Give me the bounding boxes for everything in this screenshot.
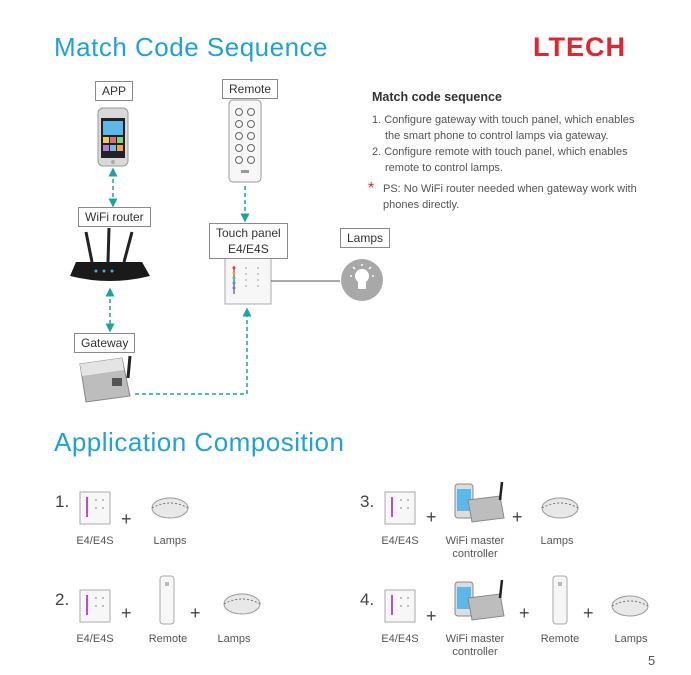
remote-icon-4 <box>553 576 567 624</box>
plus-sign: + <box>583 603 594 624</box>
panel-icon-1 <box>80 492 110 524</box>
app-label: APP <box>95 81 133 101</box>
c1-item-panel: E4/E4S <box>70 535 120 548</box>
ps-line2: phones directly. <box>372 197 672 213</box>
page-number: 5 <box>648 653 655 668</box>
composition-4-number: 4. <box>360 590 374 610</box>
lamp-bulb-icon <box>341 259 383 301</box>
c4-item-lamps: Lamps <box>606 633 656 646</box>
step2-line2: remote to control lamps. <box>372 160 672 176</box>
composition-2-number: 2. <box>55 590 69 610</box>
lamp-strip-icon-4 <box>612 596 648 616</box>
c3-item-controller-line2: controller <box>440 548 510 561</box>
info-heading: Match code sequence <box>372 90 672 104</box>
lamps-label: Lamps <box>340 228 390 248</box>
c4-item-panel: E4/E4S <box>375 633 425 646</box>
step2-line1: 2. Configure remote with touch panel, wh… <box>372 144 672 160</box>
remote-label: Remote <box>222 79 278 99</box>
step1-line1: 1. Configure gateway with touch panel, w… <box>372 112 672 128</box>
panel-icon-4 <box>385 590 415 622</box>
wifi-router-icon <box>70 228 150 281</box>
plus-sign: + <box>512 507 523 528</box>
gateway-icon <box>80 356 130 402</box>
step1-line2: the smart phone to control lamps via gat… <box>372 128 672 144</box>
c3-item-panel: E4/E4S <box>375 535 425 548</box>
c1-item-lamps: Lamps <box>145 535 195 548</box>
plus-sign: + <box>121 509 132 530</box>
c3-item-lamps: Lamps <box>532 535 582 548</box>
c2-item-panel: E4/E4S <box>70 633 120 646</box>
plus-sign: + <box>426 507 437 528</box>
lamp-strip-icon-2 <box>224 594 260 614</box>
touch-panel-label: Touch panel E4/E4S <box>209 223 288 259</box>
panel-icon-3 <box>385 492 415 524</box>
plus-sign: + <box>190 603 201 624</box>
c4-item-controller-line1: WiFi master <box>440 633 510 646</box>
phone-icon <box>98 108 128 166</box>
gateway-panel-connector <box>135 312 247 394</box>
remote-icon-2 <box>160 576 174 624</box>
wifi-controller-icon-3 <box>455 482 504 522</box>
c3-item-controller-line1: WiFi master <box>440 535 510 548</box>
c2-item-remote: Remote <box>143 633 193 646</box>
composition-1-number: 1. <box>55 492 69 512</box>
wifi-controller-icon-4 <box>455 580 504 620</box>
wifi-router-label: WiFi router <box>78 207 151 227</box>
match-info: Match code sequence 1. Configure gateway… <box>372 90 672 213</box>
touch-panel-label-line1: Touch panel <box>216 225 281 241</box>
touch-panel-icon <box>225 258 271 304</box>
panel-icon-2 <box>80 590 110 622</box>
ps-line1: PS: No WiFi router needed when gateway w… <box>372 181 672 197</box>
lamp-strip-icon-1 <box>152 498 188 518</box>
composition-3-number: 3. <box>360 492 374 512</box>
remote-icon <box>229 100 261 182</box>
plus-sign: + <box>426 606 437 627</box>
lamp-strip-icon-3 <box>542 498 578 518</box>
touch-panel-label-line2: E4/E4S <box>216 241 281 257</box>
gateway-label: Gateway <box>74 333 135 353</box>
c4-item-controller-line2: controller <box>440 646 510 659</box>
plus-sign: + <box>121 603 132 624</box>
ps-asterisk: * <box>368 180 374 198</box>
c4-item-remote: Remote <box>535 633 585 646</box>
c2-item-lamps: Lamps <box>209 633 259 646</box>
application-title: Application Composition <box>54 427 344 458</box>
plus-sign: + <box>519 603 530 624</box>
